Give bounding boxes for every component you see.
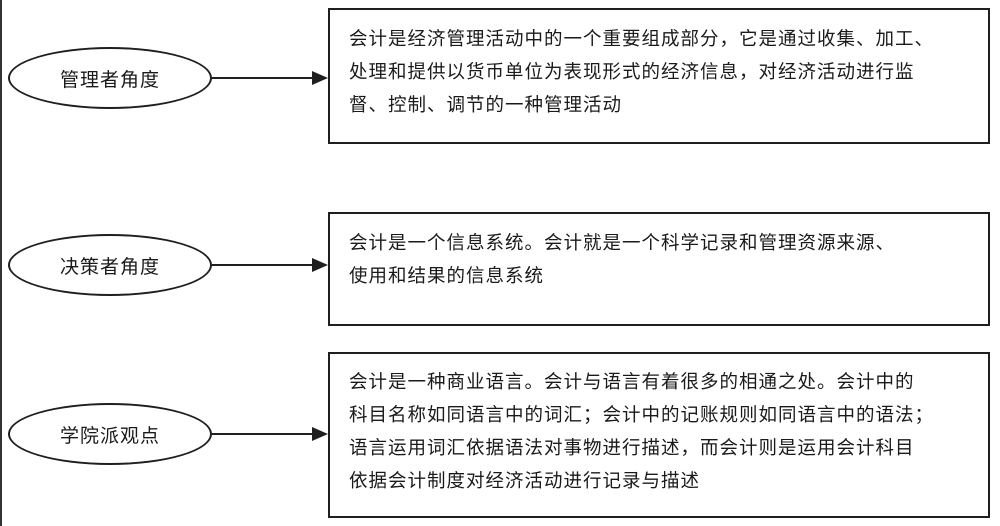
description-line: 依据会计制度对经济活动进行记录与描述	[349, 471, 701, 492]
description-line: 会计是一个信息系统。会计就是一个科学记录和管理资源来源、	[349, 233, 896, 254]
node-academic-view: 学院派观点	[8, 403, 212, 465]
arrowhead-3	[312, 427, 328, 441]
node-label: 学院派观点	[59, 424, 160, 447]
description-box-decision-maker: 会计是一个信息系统。会计就是一个科学记录和管理资源来源、 使用和结果的信息系统	[328, 212, 990, 326]
description-line: 处理和提供以货币单位为表现形式的经济信息，对经济活动进行监	[349, 62, 915, 83]
page-left-border	[0, 0, 2, 526]
description-line: 使用和结果的信息系统	[349, 266, 545, 287]
description-line: 语言运用词汇依据语法对事物进行描述，而会计则是运用会计科目	[349, 438, 915, 459]
description-box-manager: 会计是经济管理活动中的一个重要组成部分，它是通过收集、加工、 处理和提供以货币单…	[328, 8, 990, 144]
arrowhead-2	[312, 258, 328, 272]
node-label: 管理者角度	[59, 68, 160, 91]
description-box-academic: 会计是一种商业语言。会计与语言有着很多的相通之处。会计中的 科目名称如同语言中的…	[328, 352, 990, 518]
connector-3	[212, 427, 328, 441]
connector-1	[212, 71, 328, 85]
node-manager-perspective: 管理者角度	[8, 47, 212, 109]
arrowhead-1	[312, 71, 328, 85]
description-line: 会计是经济管理活动中的一个重要组成部分，它是通过收集、加工、	[349, 29, 935, 50]
node-decision-maker-perspective: 决策者角度	[8, 234, 212, 296]
description-line: 督、控制、调节的一种管理活动	[349, 95, 623, 116]
description-line: 会计是一种商业语言。会计与语言有着很多的相通之处。会计中的	[349, 372, 915, 393]
node-label: 决策者角度	[59, 255, 160, 278]
connector-2	[212, 258, 328, 272]
description-line: 科目名称如同语言中的词汇；会计中的记账规则如同语言中的语法；	[349, 405, 935, 426]
